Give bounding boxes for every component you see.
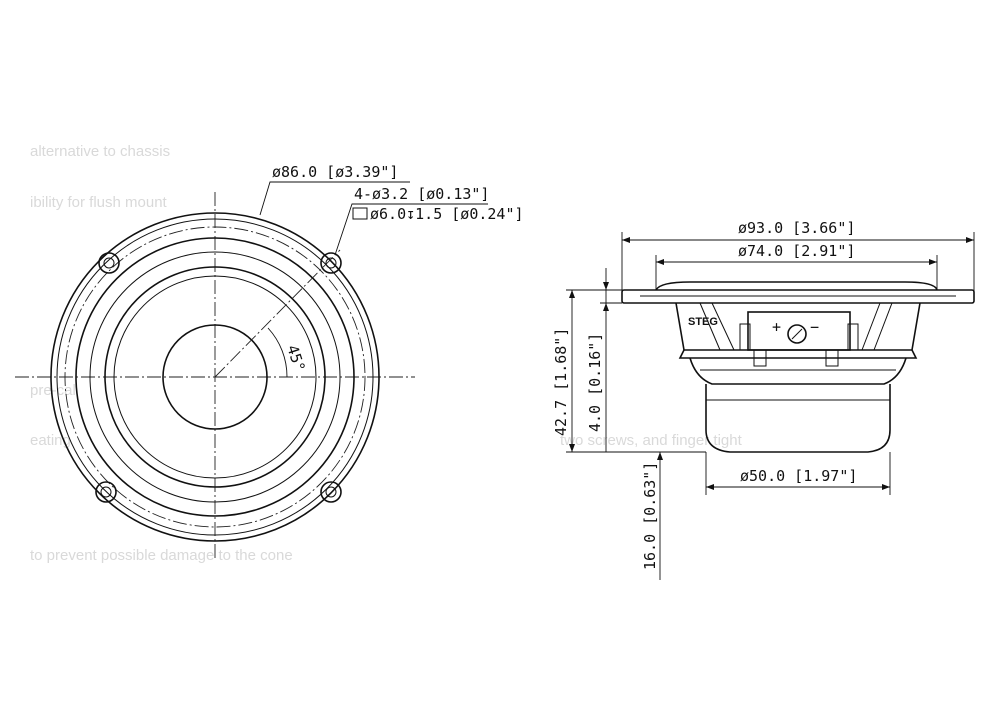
flange-thickness-label: 4.0 [0.16"]	[586, 333, 604, 432]
overall-diameter-label: ø93.0 [3.66"]	[738, 219, 855, 237]
background-text: alternative to chassis ibility for flush…	[30, 143, 743, 564]
total-depth-label: 42.7 [1.68"]	[552, 328, 570, 436]
mounting-hole-bottom-right	[320, 481, 342, 503]
ghost-line-6: to prevent possible damage to the cone	[30, 547, 293, 564]
frame-inner-edge	[56, 218, 374, 536]
cone-lip	[655, 281, 938, 291]
terminal-block	[747, 311, 851, 351]
terminal-lug-right	[825, 349, 839, 367]
basket-lower	[689, 357, 907, 385]
basket-spoke-4	[873, 302, 893, 351]
counterbore-symbol	[352, 207, 368, 220]
dust-cap	[162, 324, 268, 430]
magnet-diameter-label: ø50.0 [1.97"]	[740, 467, 857, 485]
brand-mark: STEG	[688, 316, 718, 328]
mounting-hole-top-left	[98, 252, 120, 274]
mounting-hole-top-right	[320, 252, 342, 274]
bolt-circle	[64, 226, 366, 528]
surround-inner-ring	[89, 251, 341, 503]
hole-spec-label: 4-ø3.2 [ø0.13"]	[354, 185, 489, 203]
basket-ring	[678, 349, 918, 359]
angle-arc	[267, 327, 288, 378]
hole-spec-leader	[334, 203, 488, 256]
terminal-minus: −	[810, 318, 819, 336]
magnet	[705, 384, 891, 453]
outer-diameter-leader	[259, 181, 410, 216]
basket-spoke-3	[861, 302, 881, 351]
terminal-lug-left	[753, 349, 767, 367]
mounting-hole-bottom-left	[95, 481, 117, 503]
side-view: ø93.0 [3.66"] ø74.0 [2.91"] STEG + −	[552, 219, 975, 580]
surround-outer-ring	[75, 237, 355, 517]
mounting-flange	[621, 289, 975, 304]
outer-diameter-label: ø86.0 [ø3.39"]	[272, 163, 398, 181]
terminal-screw-slot	[791, 328, 803, 340]
basket-spoke-2	[711, 302, 735, 351]
ghost-line-5: two screws, and finger tight	[560, 432, 743, 449]
cone-ring	[104, 266, 326, 488]
cone-inner-ring	[113, 275, 317, 479]
ghost-line-3: pre-cal	[30, 382, 76, 399]
counterbore-label: ø6.0↧1.5 [ø0.24"]	[370, 205, 524, 223]
front-view: 45° ø86.0 [ø3.39"] 4-ø3.2 [ø0.13"] ø6.0↧…	[15, 163, 524, 560]
ghost-line-4: eating	[30, 432, 71, 449]
magnet-depth-label: 16.0 [0.63"]	[641, 462, 659, 570]
ghost-line-1: alternative to chassis	[30, 143, 170, 160]
ghost-line-2: ibility for flush mount	[30, 194, 168, 211]
basket-spoke-1	[699, 302, 721, 351]
outer-frame-ring	[50, 212, 380, 542]
angle-ray	[214, 249, 341, 378]
terminal-screw	[787, 324, 807, 344]
terminal-tab-left	[739, 323, 751, 351]
terminal-plus: +	[772, 318, 781, 336]
cone-diameter-label: ø74.0 [2.91"]	[738, 242, 855, 260]
terminal-tab-right	[847, 323, 859, 351]
